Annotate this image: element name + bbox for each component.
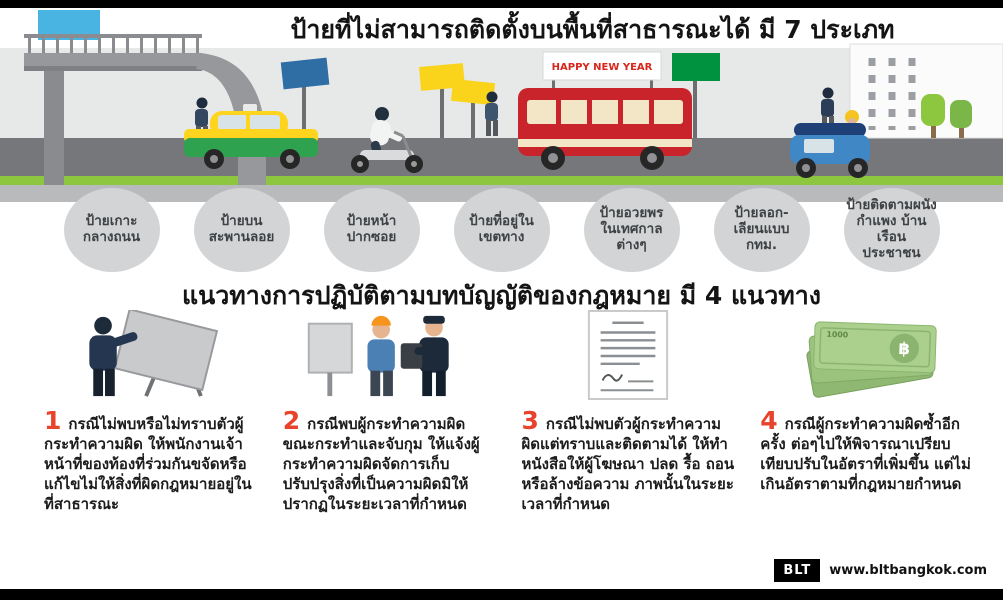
guideline-number: 4 (760, 406, 778, 435)
arrest-icon (307, 315, 449, 397)
blt-logo: BLT (774, 559, 821, 582)
notice-document-icon (587, 310, 668, 400)
motorcycle (351, 107, 423, 173)
sign-type-7: ป้ายติดตามผนัง กำแพง บ้านเรือน ประชาชน (843, 188, 940, 272)
sign-type-list: ป้ายเกาะ กลางถนน ป้ายบน สะพานลอย ป้ายหน้… (0, 188, 1003, 272)
fine-banknotes-icon: ฿ 1000 (806, 321, 937, 398)
guideline-number: 1 (44, 406, 62, 435)
street-scene: HAPPY NEW YEAR (0, 10, 1003, 202)
guideline-number: 3 (521, 406, 539, 435)
pedestrian-bridge (24, 10, 266, 185)
note-value: 1000 (826, 330, 849, 340)
guidelines-section-title: แนวทางการปฏิบัติตามบทบัญญัติของกฎหมาย มี… (182, 281, 821, 310)
sign-type-2: ป้ายบน สะพานลอย (193, 188, 290, 272)
roadside-sign-yellow-2 (450, 78, 496, 138)
tuk-tuk (790, 110, 870, 178)
baht-symbol: ฿ (898, 339, 910, 358)
roadside-sign-blue (280, 57, 330, 138)
top-black-bar (0, 0, 1003, 8)
website-url: www.bltbangkok.com (829, 563, 987, 578)
sign-type-4: ป้ายที่อยู่ใน เขตทาง (453, 188, 550, 272)
footer: BLT www.bltbangkok.com (774, 559, 987, 582)
taxi (184, 104, 318, 169)
bottom-black-bar (0, 589, 1003, 600)
roadside-sign-green (672, 53, 720, 138)
banner-text: HAPPY NEW YEAR (552, 62, 653, 73)
sign-removal-icon (89, 310, 219, 397)
scene-grass-strip (0, 176, 1003, 185)
trees (921, 94, 972, 138)
sign-type-5: ป้ายอวยพร ในเทศกาล ต่างๆ (583, 188, 680, 272)
sign-type-1: ป้ายเกาะ กลางถนน (63, 188, 160, 272)
guideline-number: 2 (282, 406, 301, 435)
sign-type-6: ป้ายลอก- เลียนแบบ กทม. (713, 188, 810, 272)
pedestrian-2 (485, 91, 498, 136)
page-title: ป้ายที่ไม่สามารถติดตั้งบนพื้นที่สาธารณะไ… (290, 15, 895, 44)
greeting-banner: HAPPY NEW YEAR (542, 51, 662, 138)
sign-type-3: ป้ายหน้า ปากซอย (323, 188, 420, 272)
bus (518, 88, 692, 170)
